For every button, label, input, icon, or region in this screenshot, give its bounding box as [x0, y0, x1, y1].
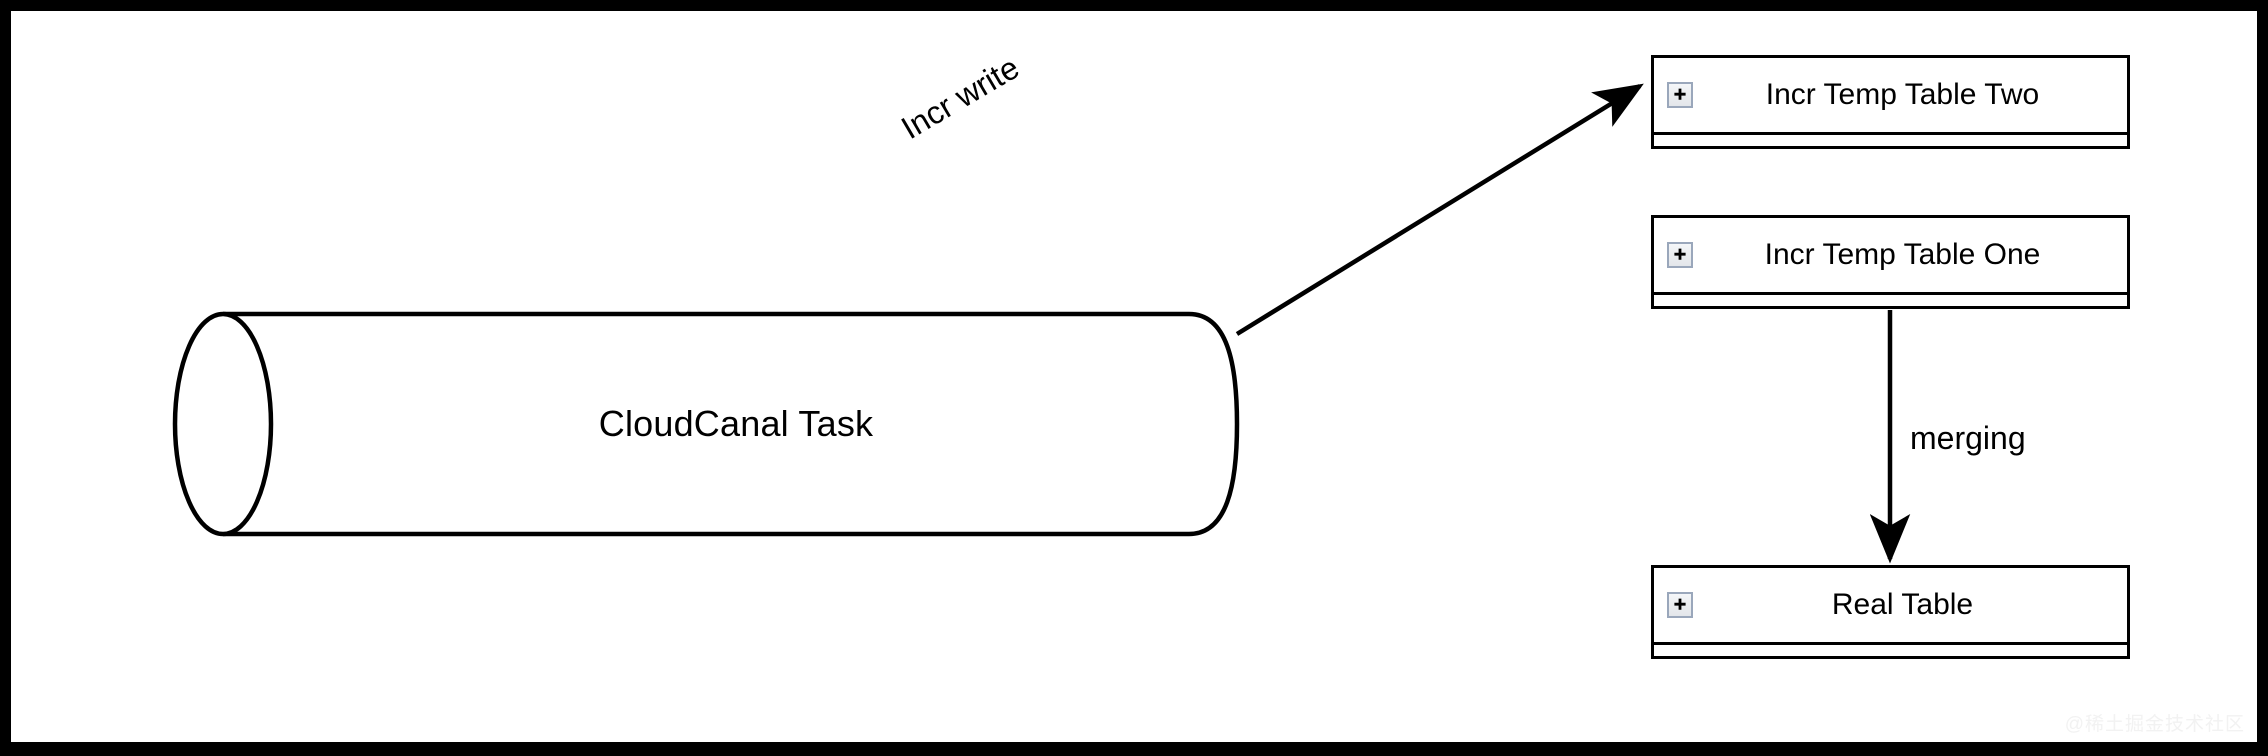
node-real-table[interactable]: Real Table — [1651, 565, 2130, 659]
table-header: Incr Temp Table One — [1654, 218, 2127, 292]
table-header: Incr Temp Table Two — [1654, 58, 2127, 132]
node-cloudcanal-task-label: CloudCanal Task — [598, 403, 874, 444]
node-incr-temp-table-two[interactable]: Incr Temp Table Two — [1651, 55, 2130, 149]
table-body-section — [1654, 132, 2127, 146]
edge-incr-write-line — [1235, 83, 1644, 336]
cylinder-left-cap — [172, 311, 274, 537]
table-header: Real Table — [1654, 568, 2127, 642]
plus-icon[interactable] — [1667, 82, 1693, 108]
plus-icon[interactable] — [1667, 242, 1693, 268]
table-title: Incr Temp Table One — [1764, 238, 2041, 271]
table-body-section — [1654, 642, 2127, 656]
watermark: @稀土掘金技术社区 — [2064, 714, 2245, 735]
table-body-section — [1654, 292, 2127, 306]
plus-icon[interactable] — [1667, 592, 1693, 618]
table-title: Real Table — [1831, 588, 1974, 621]
edge-label-merging: merging — [1910, 420, 2026, 456]
node-incr-temp-table-one[interactable]: Incr Temp Table One — [1651, 215, 2130, 309]
table-title: Incr Temp Table Two — [1765, 78, 2040, 111]
diagram-paper: CloudCanal Task Incr Temp Table Two — [11, 11, 2257, 742]
node-cloudcanal-task[interactable]: CloudCanal Task — [165, 303, 1247, 545]
edge-label-incr-write: Incr write — [895, 49, 1026, 147]
